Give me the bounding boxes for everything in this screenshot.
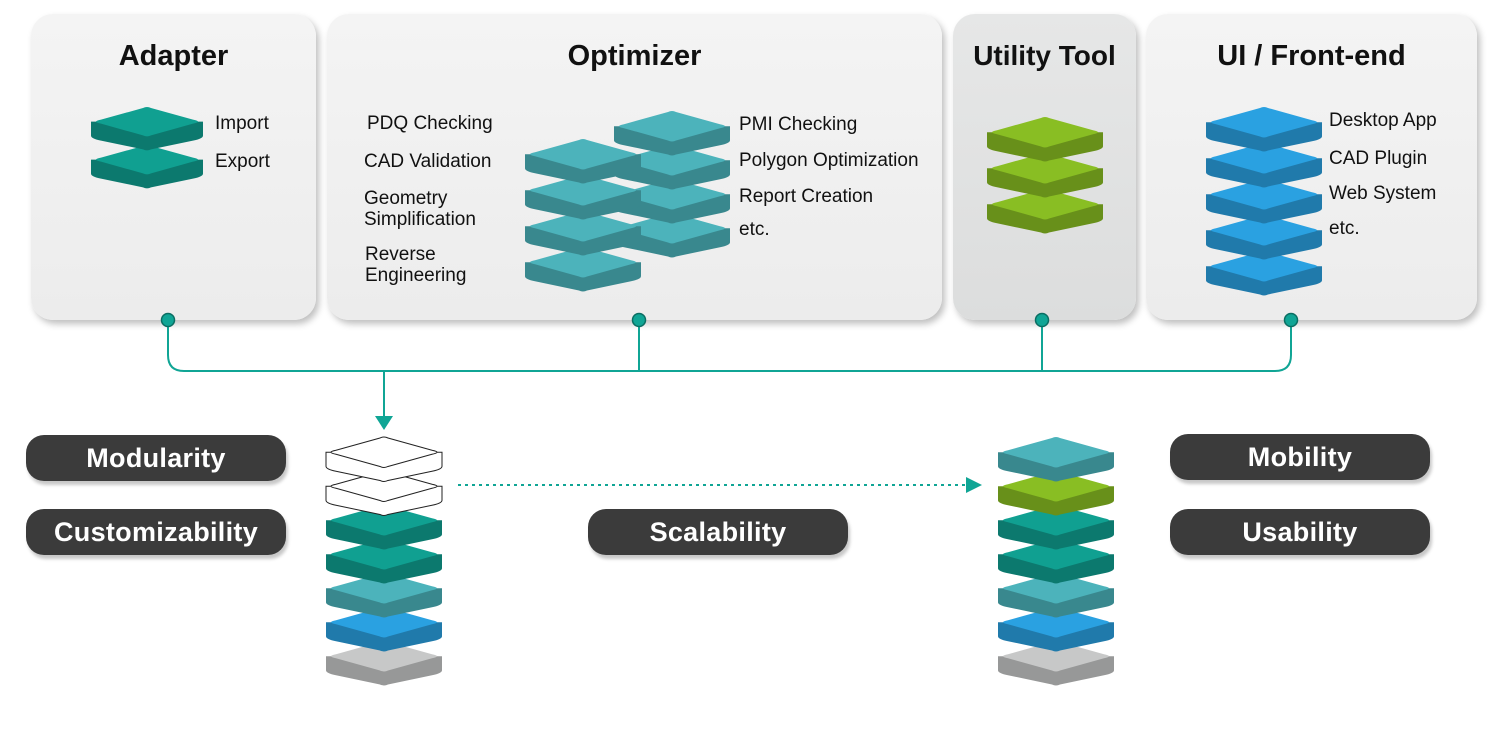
connector-lines: [167, 320, 1292, 486]
optimizer-back-stack-block-3: [614, 179, 730, 224]
ui-item-desktop-app: Desktop App: [1329, 110, 1437, 131]
optimizer-front-stack-block-3: [525, 211, 641, 256]
optimizer-front-stack-block-4: [525, 247, 641, 292]
ui-item-etc: etc.: [1329, 218, 1360, 239]
optimizer-title: Optimizer: [567, 40, 702, 72]
scaled-stack-block-7: [998, 641, 1114, 686]
adapter-item-import: Import: [215, 113, 269, 134]
optimizer-item-geometry: Geometry Simplification: [364, 188, 476, 230]
optimizer-back-stack-block-4: [614, 213, 730, 258]
optimizer-item-cad-validation: CAD Validation: [364, 151, 492, 172]
pill-mobility: Mobility: [1170, 434, 1430, 480]
ui-stack-block-4: [1206, 215, 1322, 260]
pill-modularity: Modularity: [26, 435, 286, 481]
optimizer-item-etc: etc.: [739, 219, 770, 240]
ui-stack-block-1: [1206, 107, 1322, 152]
scaled-stack-block-1: [998, 437, 1114, 482]
right-arrow-icon: [966, 477, 982, 493]
optimizer-item-reverse: Reverse Engineering: [365, 244, 467, 286]
ui-stack-block-3: [1206, 179, 1322, 224]
scaled-stack-block-6: [998, 607, 1114, 652]
modular-stack-block-7: [326, 641, 442, 686]
optimizer-front-stack-block-1: [525, 139, 641, 184]
connector-dots: [160, 312, 1299, 328]
utility-stack-block-1: [987, 117, 1103, 162]
pill-customizability: Customizability: [26, 509, 286, 555]
modular-stack-block-6: [326, 607, 442, 652]
scaled-stack-block-2: [998, 471, 1114, 516]
ui-stack-block-5: [1206, 251, 1322, 296]
down-arrow-icon: [375, 416, 393, 430]
pill-scalability: Scalability: [588, 509, 848, 555]
scaled-stack-block-3: [998, 505, 1114, 550]
ui-item-web-system: Web System: [1329, 183, 1437, 204]
modular-stack-block-4: [326, 539, 442, 584]
optimizer-item-polygon: Polygon Optimization: [739, 150, 919, 171]
module-stacks: [91, 107, 1322, 686]
ui-item-cad-plugin: CAD Plugin: [1329, 148, 1428, 169]
modular-stack-block-2: [325, 470, 443, 516]
modular-stack-block-1: [325, 436, 443, 482]
adapter-title: Adapter: [118, 40, 229, 72]
adapter-stack-block-2: [91, 145, 203, 189]
utility-stack-block-3: [987, 189, 1103, 234]
modular-stack-block-3: [326, 505, 442, 550]
scaled-stack-block-4: [998, 539, 1114, 584]
adapter-stack-block-1: [91, 107, 203, 151]
adapter-item-export: Export: [215, 151, 270, 172]
optimizer-item-report: Report Creation: [739, 186, 874, 207]
optimizer-item-pdq: PDQ Checking: [367, 113, 493, 134]
optimizer-back-stack-block-1: [614, 111, 730, 156]
modular-stack-block-5: [326, 573, 442, 618]
ui-frontend-title: UI / Front-end: [1217, 40, 1406, 72]
optimizer-back-stack-block-2: [614, 145, 730, 190]
scaled-stack-block-5: [998, 573, 1114, 618]
ui-stack-block-2: [1206, 143, 1322, 188]
utility-tool-title: Utility Tool: [973, 40, 1116, 71]
optimizer-front-stack-block-2: [525, 175, 641, 220]
optimizer-item-pmi: PMI Checking: [739, 114, 858, 135]
pill-usability: Usability: [1170, 509, 1430, 555]
utility-stack-block-2: [987, 153, 1103, 198]
